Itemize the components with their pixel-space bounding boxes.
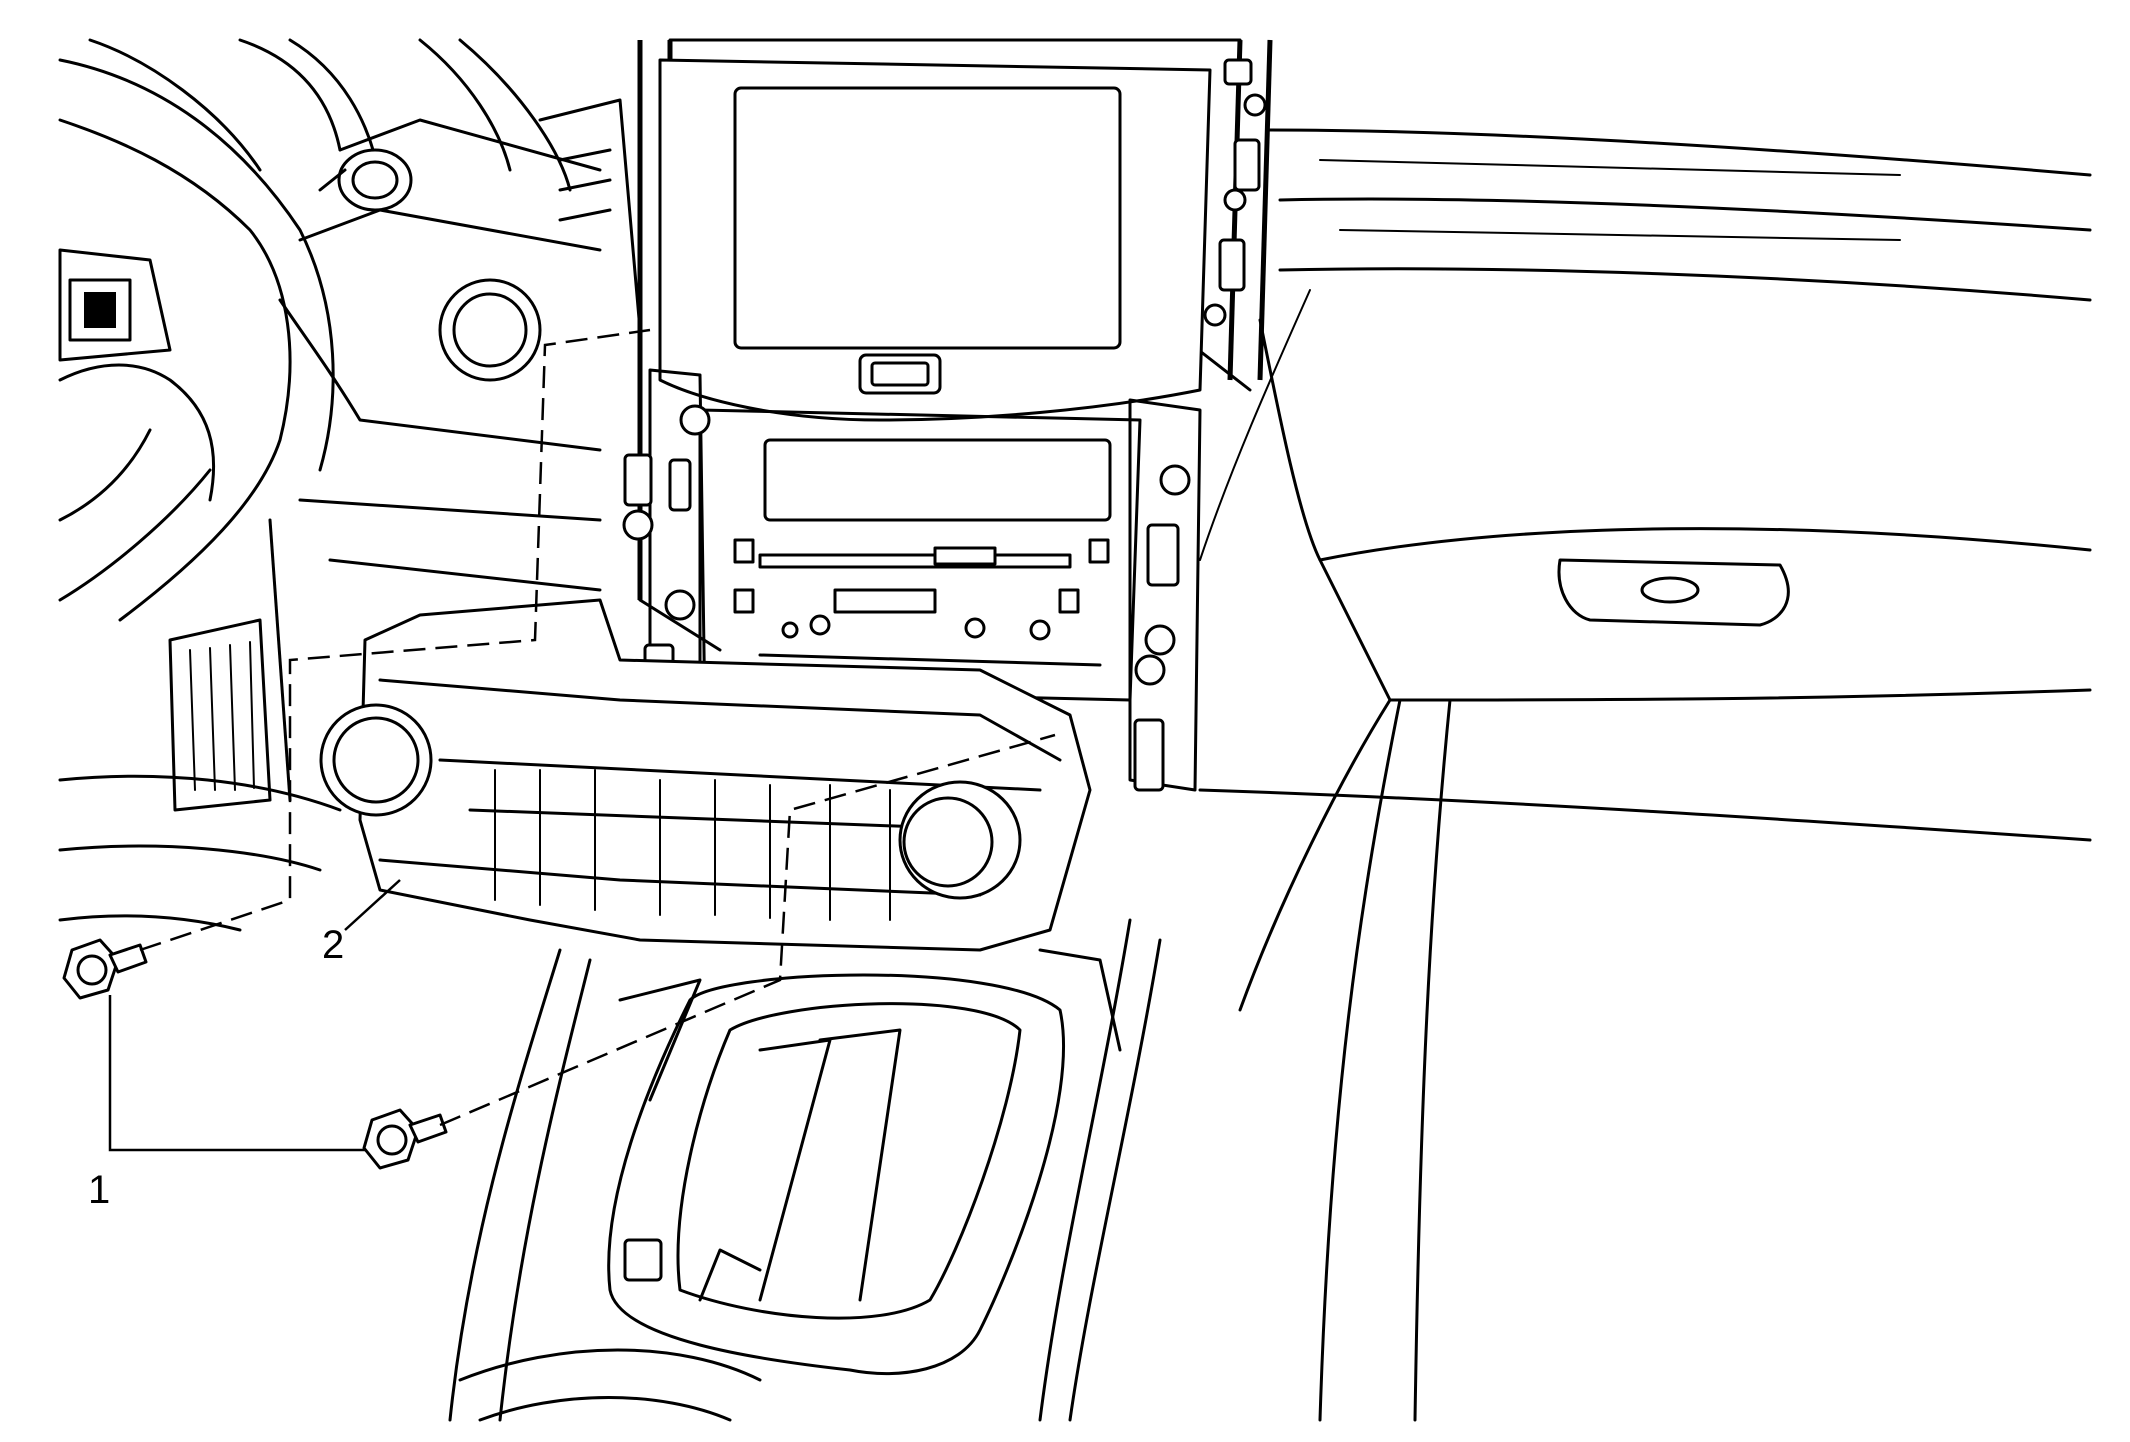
headlamp-switch-knob (318, 148, 413, 212)
passenger-dash (1198, 128, 2092, 1422)
steering-wheel (58, 38, 335, 622)
installation-paths (108, 328, 1056, 1152)
hvac-control-module (319, 598, 1092, 952)
display-screen (658, 58, 1212, 422)
dash-round-vent (438, 278, 542, 382)
radio-chassis (698, 408, 1142, 702)
callout-control-module: 2 (322, 923, 345, 967)
fastener-lower (362, 1108, 448, 1170)
left-dash-trim (58, 38, 642, 932)
floor-console (448, 918, 1162, 1422)
accelerator-pedal (168, 518, 292, 812)
callout-fastener: 1 (88, 1168, 111, 1212)
left-vent-switch (58, 248, 172, 362)
right-mounting-bracket (1128, 58, 1267, 792)
fastener-upper (62, 938, 148, 1000)
